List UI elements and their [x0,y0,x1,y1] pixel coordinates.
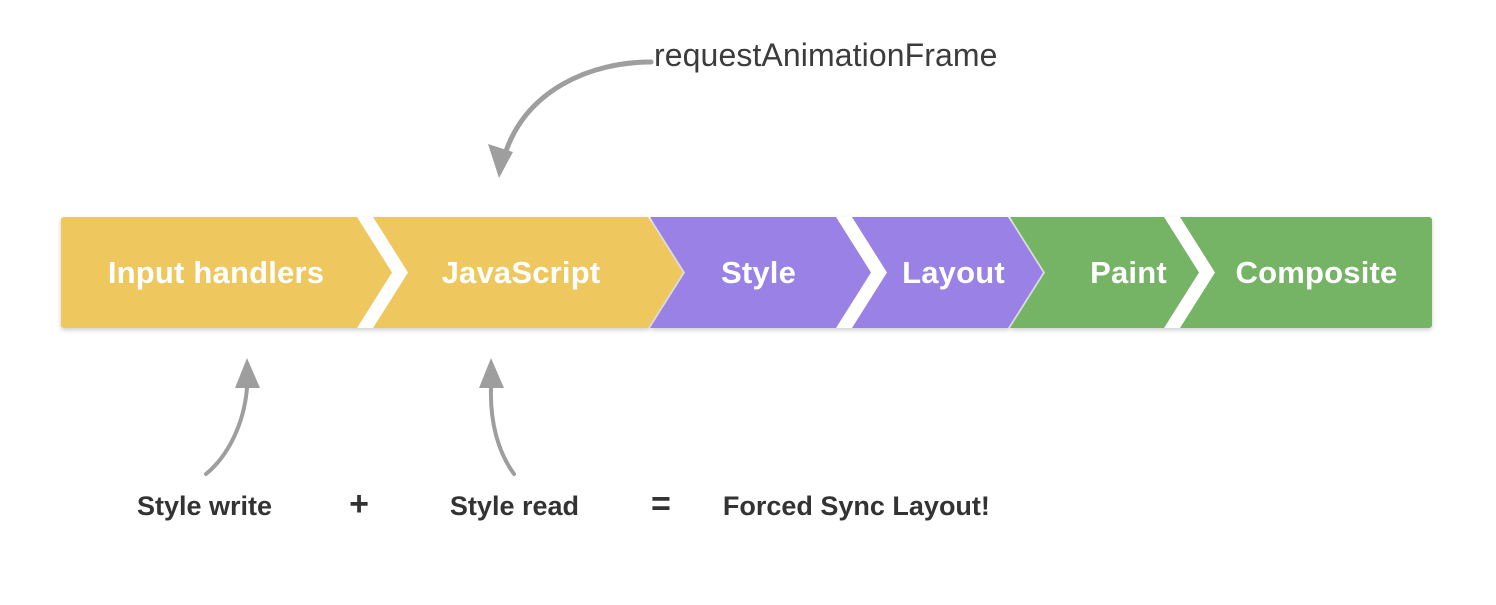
formula-operator-equals: = [651,485,671,523]
chevron-separator-1 [357,217,408,328]
stage-shape-paint-composite [1010,217,1432,328]
curved-arrow-down-left-icon [488,59,654,178]
curved-arrow-up-icon-style-read [479,358,516,476]
stage-shape-main-thread-js [61,217,683,328]
curved-arrow-up-icon-style-write [204,358,260,476]
rendering-pipeline-bar: Input handlers JavaScript Style Layout P… [61,217,1432,328]
forced-sync-layout-formula: Style write + Style read = Forced Sync L… [61,482,990,526]
formula-result-forced-sync-layout: Forced Sync Layout! [722,491,990,521]
request-animation-frame-label: requestAnimationFrame [654,37,998,73]
chevron-separator-3 [1164,217,1215,328]
pipeline-shapes [61,217,1432,328]
formula-term-style-write: Style write [137,491,273,521]
stage-shape-style-layout [650,217,1043,328]
formula-term-style-read: Style read [449,491,579,521]
formula-operator-plus: + [349,485,369,523]
chevron-separator-2 [836,217,887,328]
